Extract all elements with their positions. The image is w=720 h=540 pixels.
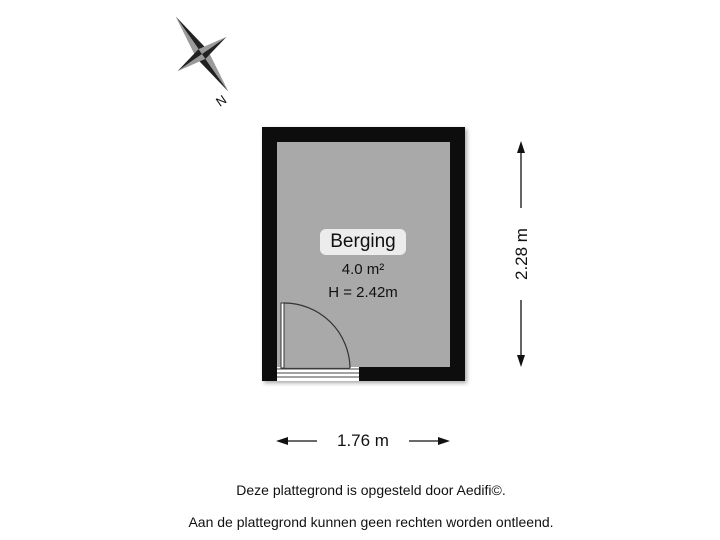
door-leaf (280, 302, 285, 369)
depth-dimension-label: 2.28 m (511, 208, 533, 300)
room-name-label: Berging (320, 229, 406, 255)
caption-author: Deze plattegrond is opgesteld door Aedif… (236, 482, 506, 498)
room-height-text: H = 2.42m (328, 284, 398, 301)
compass-rose-icon: N (175, 16, 229, 110)
caption-disclaimer: Aan de plattegrond kunnen geen rechten w… (188, 514, 554, 530)
room-area-text: 4.0 m² (341, 261, 385, 278)
width-dimension-label: 1.76 m (317, 430, 409, 452)
door-swing-arc (283, 302, 351, 369)
